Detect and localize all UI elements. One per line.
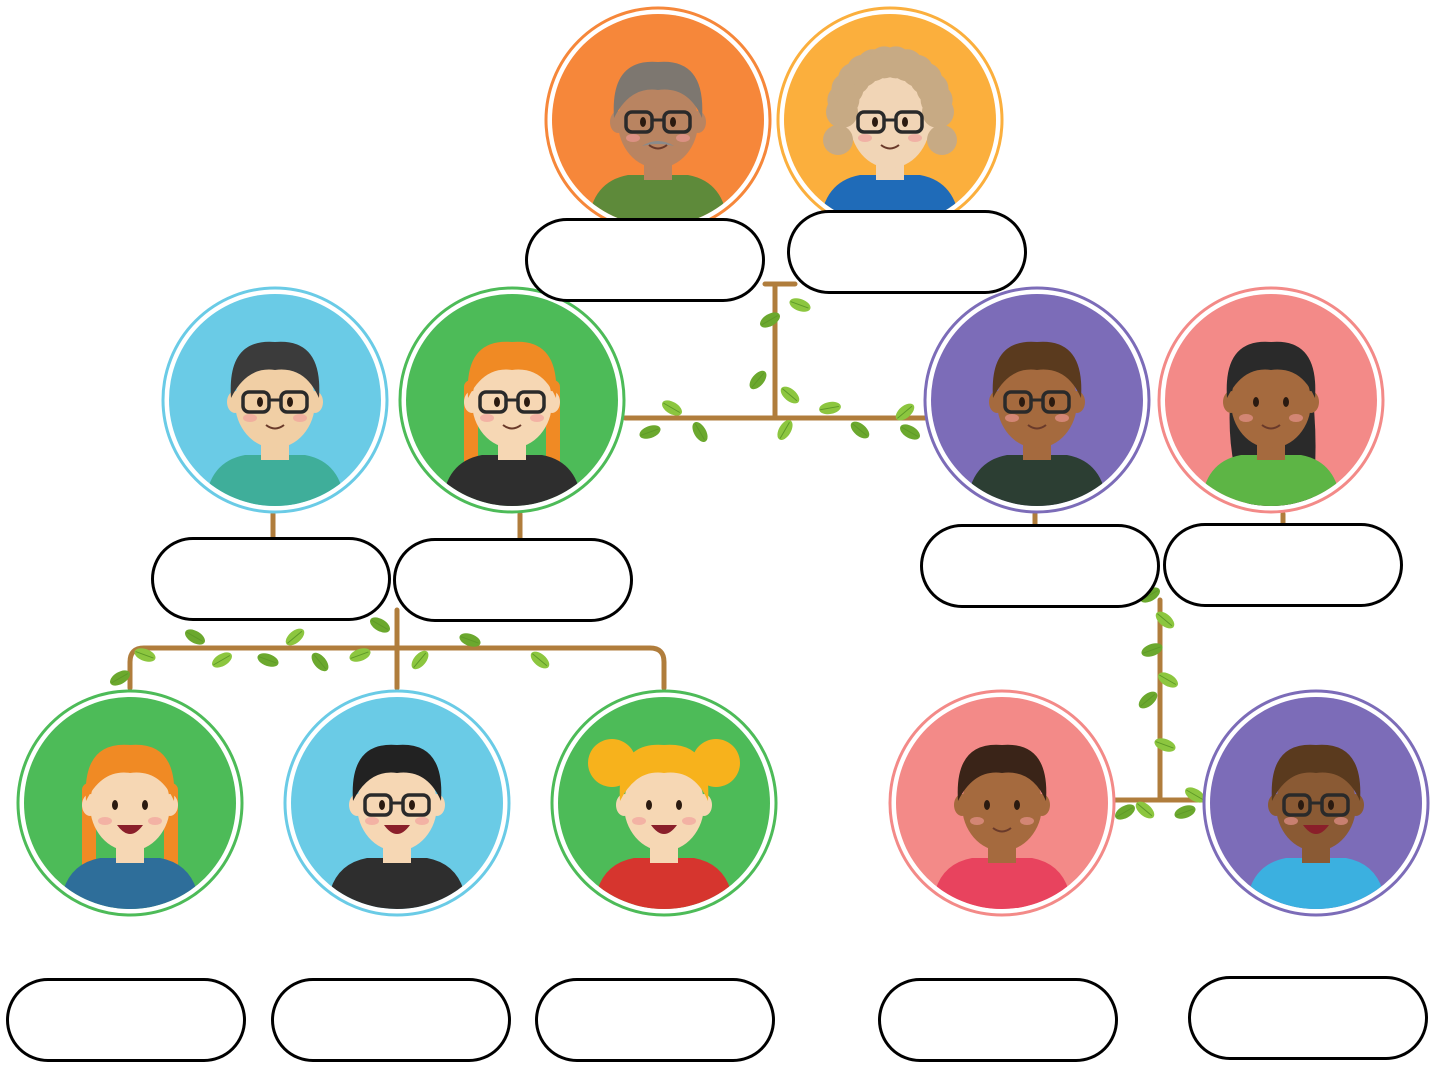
branch-right-couple <box>1032 511 1286 527</box>
name-box-father-right[interactable] <box>920 524 1160 608</box>
name-box-child-boy-right[interactable] <box>1188 976 1428 1060</box>
leaf-icon <box>760 312 780 328</box>
portraits <box>16 6 1430 917</box>
leaf-icon <box>1138 691 1158 709</box>
name-box-father-left[interactable] <box>151 537 391 621</box>
leaf-icon <box>692 422 708 442</box>
portrait-father-right <box>923 286 1151 514</box>
leaf-icon <box>1155 611 1175 629</box>
leaf-icon <box>1174 805 1196 819</box>
leaf-icon <box>370 617 390 633</box>
leaf-icon <box>285 628 305 646</box>
portrait-mother-left <box>398 286 626 514</box>
portrait-child-boy-right <box>1202 689 1430 917</box>
name-box-mother-left[interactable] <box>393 538 633 622</box>
branch-left-couple <box>270 511 523 541</box>
name-box-child-girl-braids[interactable] <box>6 978 246 1062</box>
leaf-icon <box>777 420 793 440</box>
portrait-child-girl-braids <box>16 689 244 917</box>
leaf-icon <box>662 400 682 416</box>
leaf-icon <box>789 298 811 312</box>
leaf-icon <box>900 424 920 440</box>
leaf-icon <box>311 652 329 672</box>
leaf-icon <box>349 648 371 662</box>
branch-right-children <box>1109 597 1210 803</box>
portrait-child-boy-glasses <box>283 689 511 917</box>
leaf-icon <box>1154 738 1176 752</box>
portrait-father-left <box>161 286 389 514</box>
leaf-icon <box>459 633 481 647</box>
name-box-grandmother[interactable] <box>787 210 1027 294</box>
leaf-icon <box>530 651 550 669</box>
portrait-grandfather <box>544 6 772 234</box>
leaf-icon <box>639 425 661 439</box>
leaf-icon <box>411 650 429 670</box>
portrait-child-girl-right <box>888 689 1116 917</box>
leaf-icon <box>1141 643 1163 657</box>
leaf-icon <box>185 629 205 645</box>
leaf-icon <box>134 648 156 662</box>
leaf-icon <box>780 386 800 404</box>
name-box-child-girl-right[interactable] <box>878 978 1118 1062</box>
portrait-mother-right <box>1157 286 1385 514</box>
leaf-icon <box>1135 801 1155 819</box>
leaf-icon <box>1185 787 1205 803</box>
leaf-icon <box>819 401 841 415</box>
leaf-icon <box>850 421 870 439</box>
leaf-icon <box>1158 672 1178 688</box>
name-box-grandfather[interactable] <box>525 218 765 302</box>
name-box-child-girl-pigtails[interactable] <box>535 978 775 1062</box>
name-box-child-boy-glasses[interactable] <box>271 978 511 1062</box>
leaf-icon <box>212 652 232 668</box>
branch-left-children <box>127 607 667 691</box>
leaf-icon <box>1115 804 1135 820</box>
branch-lines <box>127 281 1286 803</box>
leaf-icon <box>895 403 915 421</box>
leaf-icon <box>257 653 279 667</box>
leaf-icon <box>110 670 130 686</box>
name-box-mother-right[interactable] <box>1163 523 1403 607</box>
leaf-icon <box>749 370 767 390</box>
branch-grandparents <box>762 281 798 421</box>
portrait-grandmother <box>776 6 1004 234</box>
portrait-child-girl-pigtails <box>550 689 778 917</box>
leaves <box>110 298 1205 820</box>
